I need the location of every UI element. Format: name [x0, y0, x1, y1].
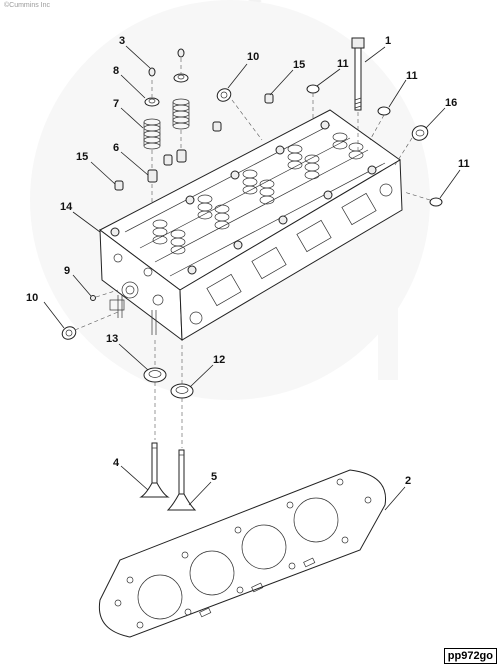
callout-5: 5 — [211, 471, 218, 483]
callout-4: 4 — [113, 457, 120, 469]
assembly-lines — [74, 58, 431, 448]
expansion-plug — [411, 125, 429, 141]
callout-10-upper: 10 — [247, 51, 260, 63]
exhaust-valve — [166, 449, 197, 511]
copyright-notice: ©Cummins Inc — [4, 2, 50, 9]
callout-14: 14 — [60, 201, 73, 213]
callout-10-lower: 10 — [26, 292, 39, 304]
callout-6: 6 — [113, 142, 120, 154]
callout-3: 3 — [119, 35, 126, 47]
head-gasket — [98, 469, 387, 638]
callout-15-upper: 15 — [293, 59, 306, 71]
callout-7: 7 — [113, 98, 120, 110]
callout-11-oring-side: 11 — [458, 158, 470, 170]
callout-9: 9 — [64, 265, 71, 277]
sealing-washer — [61, 88, 232, 340]
callout-12: 12 — [213, 354, 226, 366]
spring-retainer — [144, 73, 189, 107]
callout-15-lower: 15 — [76, 151, 89, 163]
figure-id-label: pp972go — [443, 648, 497, 664]
small-plugs — [90, 93, 274, 301]
leader-lines — [43, 45, 461, 511]
callout-1: 1 — [385, 35, 392, 47]
callout-13: 13 — [106, 333, 119, 345]
watermark-bar — [378, 200, 398, 380]
intake-valve — [139, 442, 170, 498]
valve-keeper — [148, 48, 185, 77]
cylinder-head — [99, 109, 403, 342]
valvetrain-rows — [124, 124, 386, 277]
valve-stem-seal — [147, 149, 187, 183]
callout-11-oring-right: 11 — [406, 70, 418, 82]
head-bolt — [351, 37, 365, 111]
callout-11-oring-top: 11 — [337, 58, 349, 70]
valve-springs-installed — [110, 120, 377, 275]
callout-2: 2 — [405, 475, 412, 487]
callout-8: 8 — [113, 65, 120, 77]
valve-spring — [143, 98, 190, 150]
callout-16: 16 — [445, 97, 458, 109]
